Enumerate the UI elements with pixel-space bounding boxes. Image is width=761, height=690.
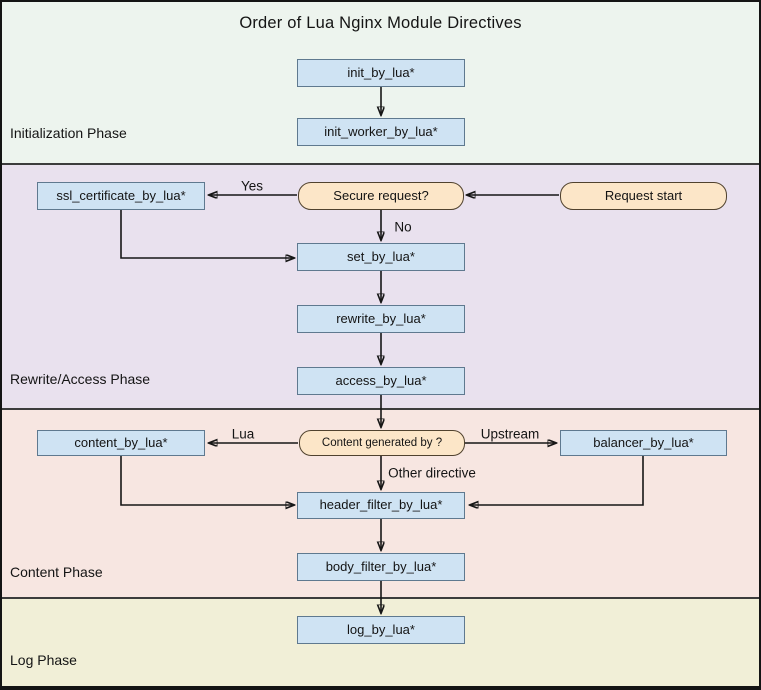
node-init-by-lua: init_by_lua* [297,59,465,87]
phase-label-initialization: Initialization Phase [10,125,127,141]
node-request-start: Request start [560,182,727,210]
node-ssl-certificate-by-lua: ssl_certificate_by_lua* [37,182,205,210]
node-init-worker-by-lua: init_worker_by_lua* [297,118,465,146]
node-header-filter-by-lua: header_filter_by_lua* [297,492,465,519]
phase-label-rewrite-access: Rewrite/Access Phase [10,371,151,387]
edge-label-yes: Yes [240,178,264,194]
node-rewrite-by-lua: rewrite_by_lua* [297,305,465,333]
edge-label-other-directive: Other directive [388,465,476,481]
edge-label-upstream: Upstream [480,426,540,442]
node-content-generated-by-decision: Content generated by ? [299,430,465,456]
node-log-by-lua: log_by_lua* [297,616,465,644]
node-secure-request-decision: Secure request? [298,182,464,210]
edge-label-lua: Lua [231,426,255,442]
node-content-by-lua: content_by_lua* [37,430,205,456]
node-set-by-lua: set_by_lua* [297,243,465,271]
node-access-by-lua: access_by_lua* [297,367,465,395]
phase-label-log: Log Phase [10,652,77,668]
node-body-filter-by-lua: body_filter_by_lua* [297,553,465,581]
phase-label-content: Content Phase [10,564,103,580]
node-balancer-by-lua: balancer_by_lua* [560,430,727,456]
edge-label-no: No [394,219,412,235]
diagram-title: Order of Lua Nginx Module Directives [239,14,522,32]
